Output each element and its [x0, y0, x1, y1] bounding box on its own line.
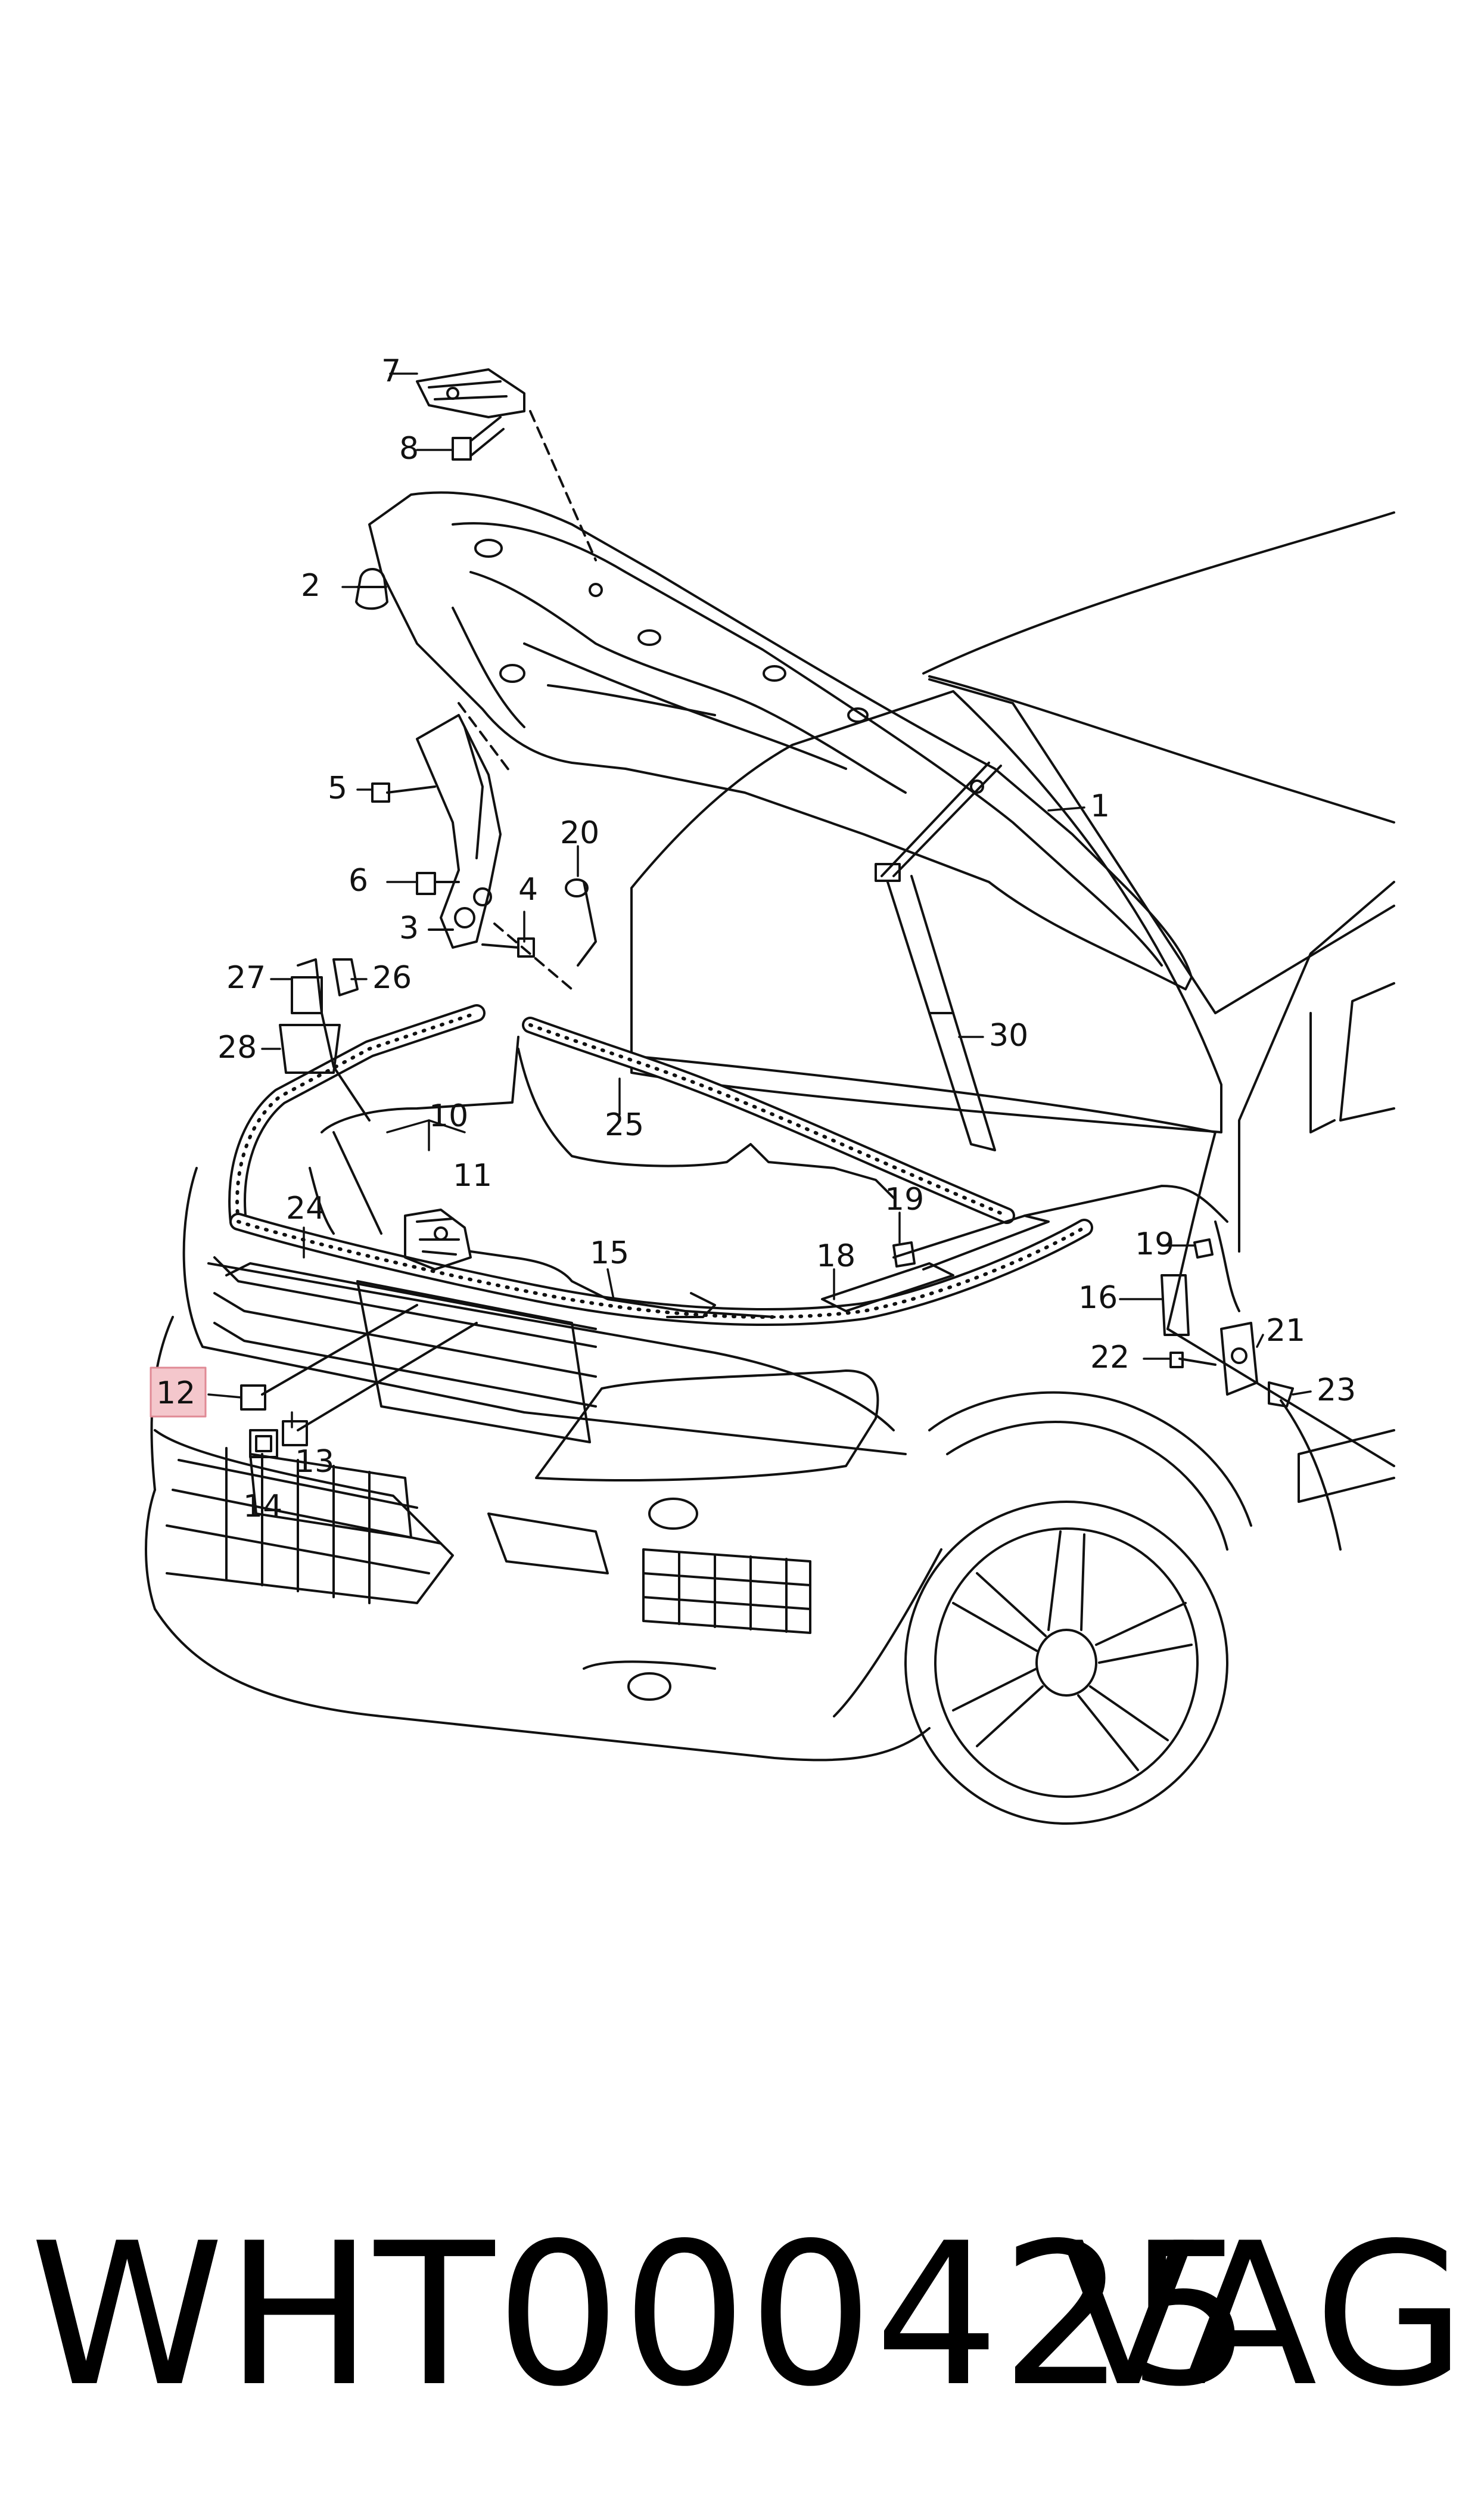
callout-5[interactable]: 5	[328, 771, 347, 806]
leader-7-dashed	[529, 410, 597, 561]
callout-10[interactable]: 10	[429, 1098, 468, 1134]
callout-2[interactable]: 2	[301, 568, 321, 604]
hood-1	[368, 491, 1193, 990]
callout-21[interactable]: 21	[1266, 1313, 1305, 1349]
callout-14[interactable]: 14	[243, 1489, 282, 1524]
callout-6[interactable]: 6	[349, 863, 368, 899]
callout-26[interactable]: 26	[372, 960, 412, 996]
buffer-2	[355, 568, 388, 610]
screw-8	[452, 416, 505, 461]
callout-22[interactable]: 22	[1090, 1340, 1130, 1375]
callout-19b[interactable]: 19	[1135, 1226, 1174, 1262]
vehicle-body	[145, 511, 1395, 1825]
callout-25[interactable]: 25	[605, 1107, 644, 1143]
hood-seal-24	[228, 1004, 1093, 1326]
engine-bay	[240, 958, 1294, 1458]
callout-16[interactable]: 16	[1078, 1280, 1118, 1316]
part-number: WHT000425	[30, 2201, 1253, 2430]
plug-20	[565, 878, 597, 967]
hood-assembly-diagram: 1 2 3 4 5 6 7 8 10 11 12 13 14 15 16 18 …	[145, 353, 1395, 1825]
callout-3[interactable]: 3	[399, 911, 419, 946]
callout-13[interactable]: 13	[295, 1444, 334, 1480]
cowl-seal-25	[522, 1017, 1015, 1224]
gas-strut-30	[875, 762, 1002, 1151]
callout-12[interactable]: 12	[156, 1375, 195, 1411]
hinge	[371, 714, 535, 958]
callout-1[interactable]: 1	[1090, 788, 1110, 824]
callout-18[interactable]: 18	[816, 1238, 855, 1274]
highlight-box-12	[150, 1366, 207, 1418]
callout-4[interactable]: 4	[518, 872, 538, 908]
callout-24[interactable]: 24	[286, 1191, 325, 1226]
front-fascia	[154, 1167, 907, 1701]
callout-28[interactable]: 28	[217, 1030, 257, 1066]
callout-19a[interactable]: 19	[885, 1182, 924, 1217]
hood-lock-7	[416, 368, 525, 418]
callout-8[interactable]: 8	[399, 431, 419, 467]
callout-20[interactable]: 20	[560, 815, 599, 851]
callout-labels: 1 2 3 4 5 6 7 8 10 11 12 13 14 15 16 18 …	[156, 353, 1356, 1524]
callout-30[interactable]: 30	[989, 1018, 1028, 1054]
callout-15[interactable]: 15	[590, 1235, 629, 1271]
callout-23[interactable]: 23	[1317, 1372, 1356, 1408]
brand: VAG	[1060, 2201, 1466, 2430]
callout-11[interactable]: 11	[453, 1158, 492, 1194]
leader-lines	[207, 372, 1312, 1479]
callout-7[interactable]: 7	[381, 353, 401, 389]
callout-27[interactable]: 27	[226, 960, 266, 996]
